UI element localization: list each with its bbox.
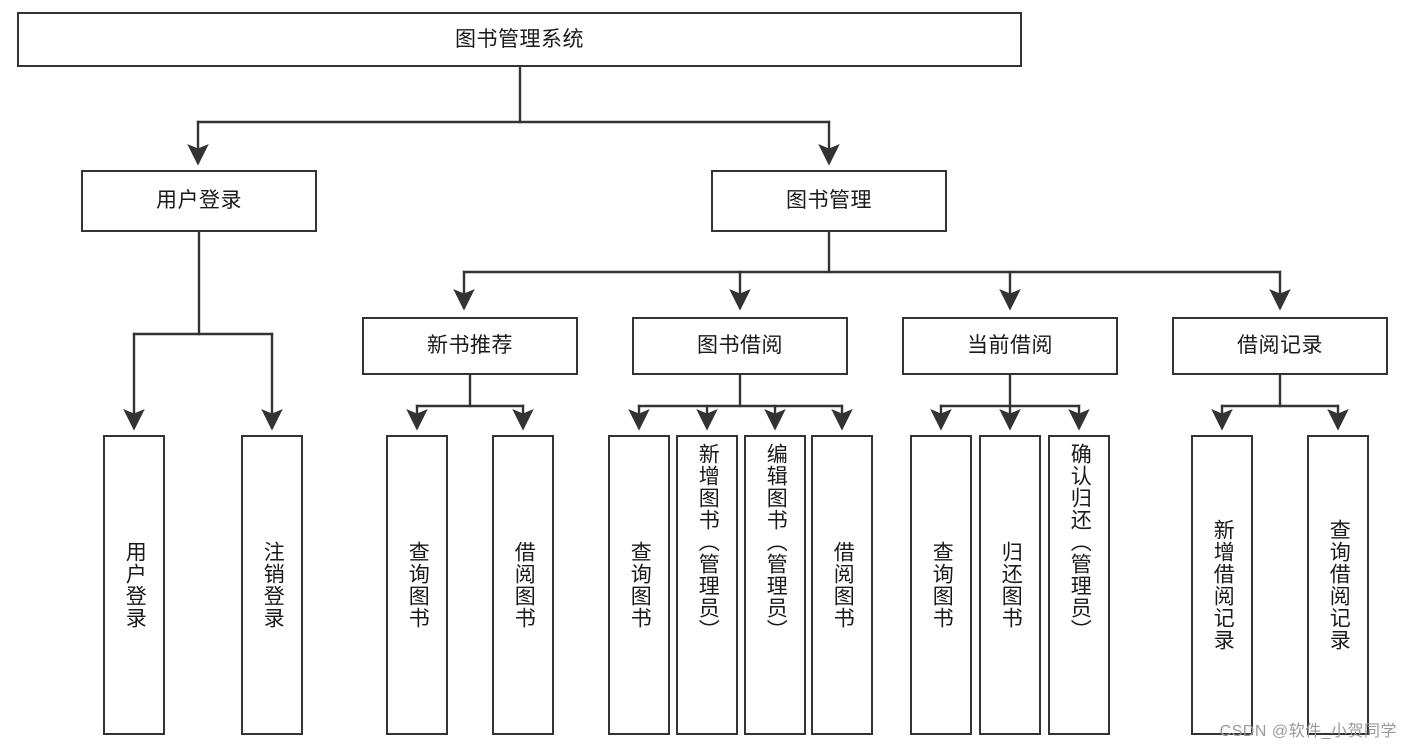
node-label: 查询借阅记录: [1327, 519, 1351, 651]
node-leaf-edit-book-admin[interactable]: 编辑图书（管理员）: [744, 435, 806, 735]
node-leaf-query-borrow-record[interactable]: 查询借阅记录: [1307, 435, 1369, 735]
node-label: 新书推荐: [427, 334, 513, 358]
node-label: 图书管理: [786, 189, 872, 213]
node-leaf-query-book-borrow[interactable]: 查询图书: [608, 435, 670, 735]
node-label: 新增图书（管理员）: [696, 443, 720, 641]
connector-borrowrecord-to-leaves: [1211, 373, 1349, 431]
node-label: 注销登录: [261, 541, 285, 629]
node-leaf-user-login[interactable]: 用户登录: [103, 435, 165, 735]
node-label: 图书借阅: [697, 334, 783, 358]
node-root-book-management-system[interactable]: 图书管理系统: [17, 12, 1022, 67]
node-book-borrowing[interactable]: 图书借阅: [632, 317, 848, 375]
node-label: 借阅记录: [1237, 334, 1323, 358]
node-user-login[interactable]: 用户登录: [81, 170, 317, 232]
node-leaf-return-book[interactable]: 归还图书: [979, 435, 1041, 735]
connector-currentborrow-to-leaves: [930, 373, 1090, 431]
node-label: 新增借阅记录: [1211, 519, 1235, 651]
node-leaf-query-book-recommend[interactable]: 查询图书: [386, 435, 448, 735]
node-label: 借阅图书: [831, 541, 855, 629]
node-label: 查询图书: [930, 541, 954, 629]
node-current-borrowing[interactable]: 当前借阅: [902, 317, 1118, 375]
node-leaf-borrow-book[interactable]: 借阅图书: [811, 435, 873, 735]
node-label: 查询图书: [628, 541, 652, 629]
node-leaf-add-book-admin[interactable]: 新增图书（管理员）: [676, 435, 738, 735]
node-label: 确认归还（管理员）: [1068, 443, 1092, 641]
node-leaf-add-borrow-record[interactable]: 新增借阅记录: [1191, 435, 1253, 735]
node-label: 当前借阅: [967, 334, 1053, 358]
connector-bookborrow-to-leaves: [628, 373, 853, 431]
node-label: 编辑图书（管理员）: [764, 443, 788, 641]
connector-bookmgmt-to-level3: [453, 230, 1291, 311]
node-label: 用户登录: [156, 189, 242, 213]
node-book-management[interactable]: 图书管理: [711, 170, 947, 232]
node-leaf-borrow-book-recommend[interactable]: 借阅图书: [492, 435, 554, 735]
connector-userlogin-to-leaves: [123, 230, 283, 431]
node-label: 图书管理系统: [455, 27, 584, 51]
node-label: 查询图书: [406, 541, 430, 629]
node-label: 借阅图书: [512, 541, 536, 629]
node-label: 用户登录: [123, 541, 147, 629]
node-leaf-logout[interactable]: 注销登录: [241, 435, 303, 735]
node-borrowing-record[interactable]: 借阅记录: [1172, 317, 1388, 375]
node-label: 归还图书: [999, 541, 1023, 629]
node-leaf-query-book-current[interactable]: 查询图书: [910, 435, 972, 735]
node-leaf-confirm-return-admin[interactable]: 确认归还（管理员）: [1048, 435, 1110, 735]
connector-newbook-to-leaves: [406, 373, 534, 431]
connector-root-to-level2: [187, 65, 840, 166]
node-new-book-recommendation[interactable]: 新书推荐: [362, 317, 578, 375]
